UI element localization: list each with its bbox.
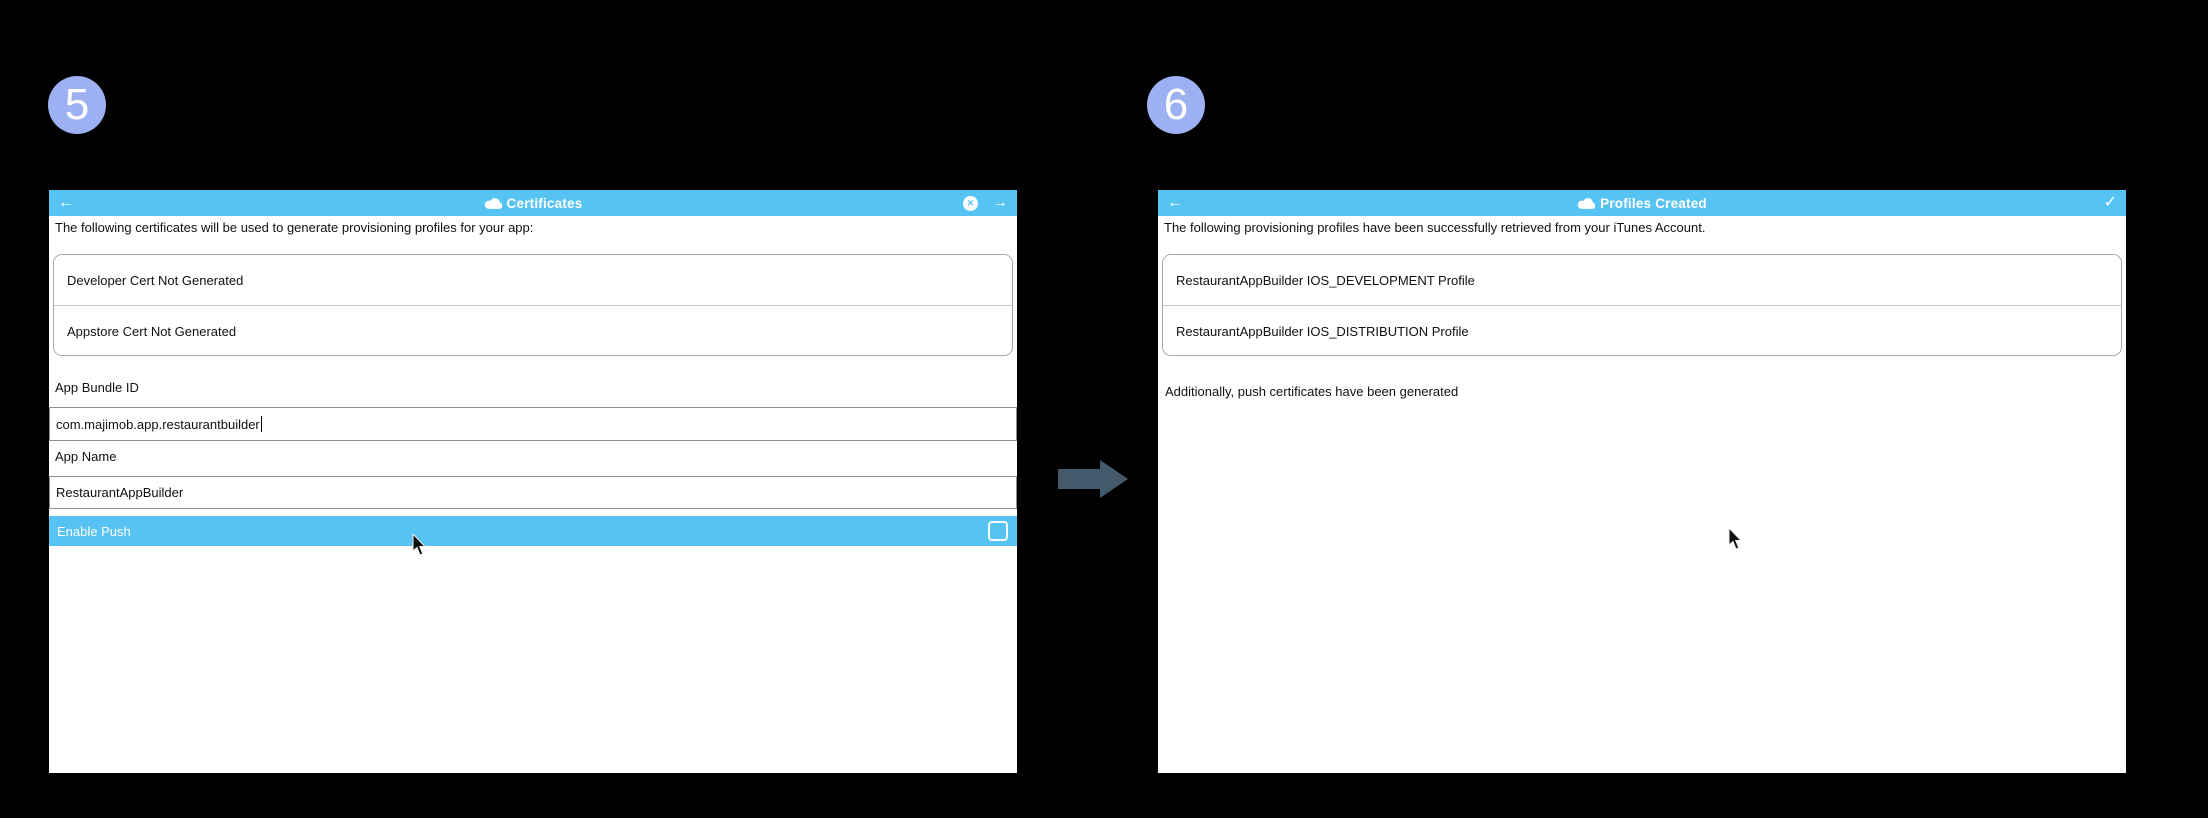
certificates-titlebar: ← Certificates ✕ → [49,190,1017,216]
cloud-icon [1577,197,1596,210]
app-bundle-id-value: com.majimob.app.restaurantbuilder [56,416,260,432]
enable-push-label: Enable Push [57,523,131,539]
certificates-list: Developer Cert Not Generated Appstore Ce… [53,254,1013,356]
list-item-development-profile[interactable]: RestaurantAppBuilder IOS_DEVELOPMENT Pro… [1163,255,2121,305]
certificates-description: The following certificates will be used … [55,220,534,235]
forward-arrow-icon[interactable]: → [992,194,1008,211]
app-name-input[interactable]: RestaurantAppBuilder [49,476,1017,509]
profiles-description: The following provisioning profiles have… [1164,220,1706,235]
profiles-title-group: Profiles Created [1577,196,1707,211]
app-bundle-id-input[interactable]: com.majimob.app.restaurantbuilder [49,407,1017,441]
step-badge-6: 6 [1147,76,1205,134]
app-bundle-id-label: App Bundle ID [55,380,139,395]
list-item-developer-cert[interactable]: Developer Cert Not Generated [54,255,1012,305]
step-badge-5: 5 [48,76,106,134]
list-item-appstore-cert[interactable]: Appstore Cert Not Generated [54,305,1012,355]
cloud-icon [484,197,502,210]
flow-arrow-icon [1058,460,1128,498]
back-arrow-icon[interactable]: ← [58,194,74,211]
enable-push-row[interactable]: Enable Push [49,516,1017,546]
text-caret [260,416,262,432]
list-item-distribution-profile[interactable]: RestaurantAppBuilder IOS_DISTRIBUTION Pr… [1163,305,2121,355]
profiles-titlebar-actions: ✓ [2104,190,2117,216]
mouse-cursor [412,534,427,556]
certificates-title-group: Certificates [484,196,583,211]
profiles-created-window: ← Profiles Created ✓ The following provi… [1158,190,2126,773]
checkmark-icon[interactable]: ✓ [2103,194,2117,211]
profiles-titlebar: ← Profiles Created ✓ [1158,190,2126,216]
certificates-titlebar-actions: ✕ → [963,190,1008,216]
window-title: Profiles Created [1600,195,1707,211]
profiles-list: RestaurantAppBuilder IOS_DEVELOPMENT Pro… [1162,254,2122,356]
app-name-label: App Name [55,449,117,464]
certificates-window: ← Certificates ✕ → The following certifi… [49,190,1017,773]
window-title: Certificates [506,195,583,211]
app-name-value: RestaurantAppBuilder [56,485,184,500]
mouse-cursor [1728,528,1743,550]
push-certificates-note: Additionally, push certificates have bee… [1165,384,1459,399]
back-arrow-icon[interactable]: ← [1167,194,1183,211]
close-icon[interactable]: ✕ [963,195,978,211]
enable-push-checkbox[interactable] [988,521,1008,541]
